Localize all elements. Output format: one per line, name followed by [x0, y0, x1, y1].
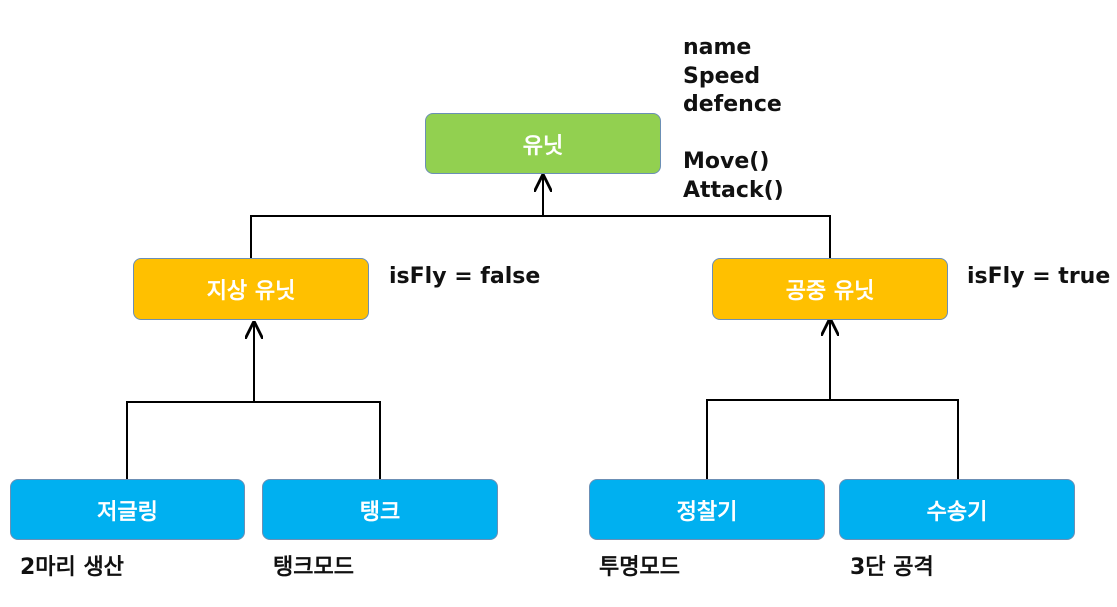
- unit-members-spacer: [683, 120, 784, 149]
- air-unit-node: 공중 유닛: [712, 258, 948, 320]
- connector-ground-bar: [126, 401, 381, 479]
- scout-caption: 투명모드: [599, 555, 680, 580]
- zergling-node: 저글링: [10, 479, 245, 540]
- unit-method: Move(): [683, 149, 770, 174]
- transport-label: 수송기: [926, 499, 988, 525]
- ground-unit-node: 지상 유닛: [133, 258, 369, 320]
- zergling-caption: 2마리 생산: [20, 555, 124, 580]
- tank-node: 탱크: [262, 479, 498, 540]
- tank-label: 탱크: [359, 499, 401, 525]
- ground-unit-note: isFly = false: [389, 264, 541, 289]
- unit-field: defence: [683, 92, 782, 117]
- tank-caption: 탱크모드: [273, 555, 354, 580]
- ground-unit-label: 지상 유닛: [206, 279, 296, 304]
- unit-members: name Speed defence Move() Attack(): [683, 34, 784, 205]
- air-unit-note: isFly = true: [967, 264, 1111, 289]
- unit-field: name: [683, 35, 752, 60]
- zergling-label: 저글링: [97, 499, 158, 525]
- transport-node: 수송기: [839, 479, 1075, 540]
- scout-label: 정찰기: [676, 499, 738, 525]
- unit-node: 유닛: [425, 113, 661, 174]
- unit-field: Speed: [683, 63, 761, 89]
- unit-node-label: 유닛: [522, 133, 564, 159]
- unit-method: Attack(): [683, 177, 784, 203]
- connector-air-bar: [706, 399, 959, 479]
- scout-node: 정찰기: [589, 479, 825, 540]
- connector-mid-bar: [250, 215, 831, 259]
- air-unit-label: 공중 유닛: [785, 279, 875, 304]
- transport-caption: 3단 공격: [850, 555, 934, 580]
